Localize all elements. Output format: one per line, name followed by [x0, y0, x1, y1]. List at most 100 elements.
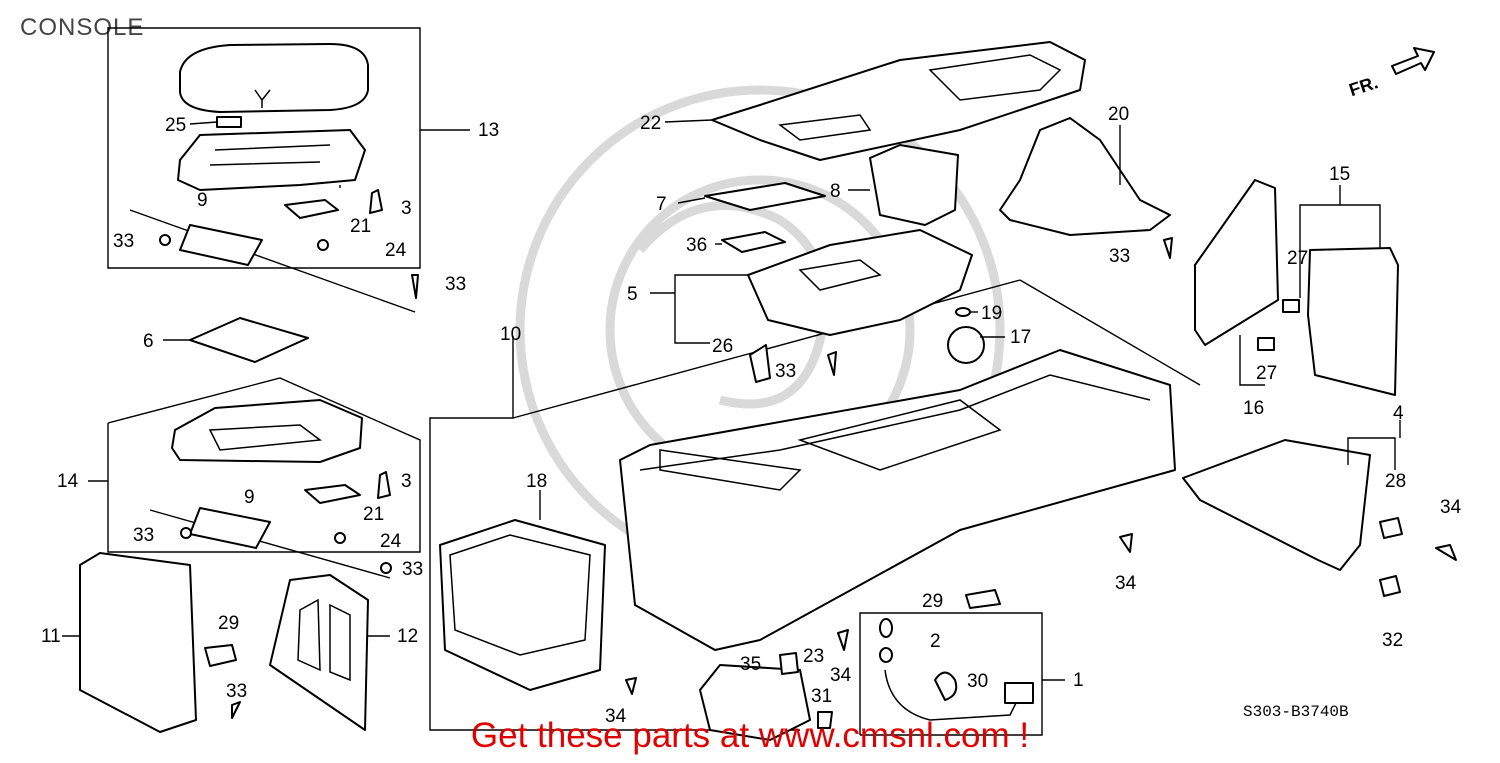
clip-29a[interactable] [204, 644, 237, 667]
group-4-bracket [1347, 437, 1396, 470]
callout-23: 23 [803, 646, 824, 667]
callout-33a: 33 [113, 231, 134, 252]
mat-36[interactable] [721, 231, 786, 253]
hinge-21a[interactable] [284, 199, 339, 219]
connector-1[interactable] [1004, 682, 1034, 704]
mat-7[interactable] [704, 182, 826, 211]
callout-5: 5 [627, 284, 638, 305]
screw-33b[interactable] [411, 274, 419, 299]
callout-29a: 29 [218, 613, 239, 634]
clip-33d[interactable] [380, 562, 392, 574]
pocket-8[interactable] [869, 144, 959, 226]
callout-33g: 33 [1109, 246, 1130, 267]
hinge-9b[interactable] [189, 507, 271, 549]
callout-27b: 27 [1256, 363, 1277, 384]
bolt-32[interactable] [1379, 575, 1401, 597]
callout-27a: 27 [1287, 248, 1308, 269]
armrest-base[interactable] [177, 129, 366, 191]
bulb-2a[interactable] [879, 618, 893, 638]
callout-4: 4 [1393, 403, 1404, 424]
harness-group-1 [859, 612, 1065, 736]
trim-panel-22[interactable] [711, 41, 1086, 161]
callout-14: 14 [57, 471, 79, 492]
group-14-frame [88, 377, 421, 579]
cover-16[interactable] [1194, 179, 1279, 346]
panel-11[interactable] [79, 552, 197, 733]
screw-33f[interactable] [827, 351, 837, 376]
console-lid-14[interactable] [171, 399, 363, 463]
callout-33f: 33 [775, 361, 796, 382]
screw-34b[interactable] [837, 629, 849, 651]
callout-1: 1 [1073, 670, 1084, 691]
nut-24a[interactable] [317, 239, 329, 251]
callout-9a: 9 [197, 190, 208, 211]
center-console-10[interactable] [619, 349, 1176, 651]
callout-8: 8 [830, 181, 841, 202]
screw-33g[interactable] [1163, 237, 1173, 259]
screw-3b[interactable] [377, 471, 391, 499]
armrest-lid[interactable] [179, 43, 369, 113]
cover-15[interactable] [1307, 247, 1399, 396]
callout-20: 20 [1108, 104, 1129, 125]
callout-30: 30 [967, 671, 988, 692]
bolt-28[interactable] [1379, 517, 1403, 539]
fr-label: FR. [1347, 72, 1381, 100]
callout-11: 11 [41, 626, 61, 647]
clip-25[interactable] [216, 116, 242, 128]
washer-19[interactable] [955, 307, 971, 317]
clip-33a[interactable] [159, 234, 171, 246]
clip-27a[interactable] [1282, 299, 1300, 313]
callout-33c: 33 [133, 525, 154, 546]
pocket-18[interactable] [439, 519, 606, 691]
cup-holder-5[interactable] [747, 229, 973, 336]
promo-link[interactable]: Get these parts at www.cmsnl.com ! [470, 716, 1030, 755]
socket-30[interactable] [934, 671, 958, 701]
drawing-code: S303-B3740B [1243, 703, 1349, 721]
callout-21a: 21 [350, 216, 371, 237]
leader-lines [62, 119, 1401, 637]
clip-33c[interactable] [180, 527, 192, 539]
callout-24b: 24 [380, 531, 402, 552]
screw-33e[interactable] [231, 701, 241, 719]
callout-29b: 29 [922, 591, 943, 612]
clip-29b[interactable] [965, 589, 1001, 609]
boot-20[interactable] [999, 117, 1171, 236]
callout-9b: 9 [244, 487, 255, 508]
screw-34c[interactable] [1119, 533, 1133, 553]
bracket-4[interactable] [1182, 439, 1371, 571]
callout-25: 25 [165, 115, 186, 136]
callout-33d: 33 [402, 559, 423, 580]
callout-26: 26 [712, 336, 733, 357]
bracket-23[interactable] [699, 664, 811, 741]
callout-12: 12 [397, 626, 418, 647]
group-13-frame [107, 27, 470, 313]
group-16-bracket [1239, 335, 1265, 386]
callout-6: 6 [143, 331, 154, 352]
callout-34a: 34 [605, 706, 627, 727]
callout-labels: 1 2 3 3 4 5 6 7 8 9 9 10 11 12 13 14 15 … [41, 104, 1462, 727]
callout-35: 35 [740, 654, 761, 675]
screw-34a[interactable] [625, 677, 637, 695]
screw-3a[interactable] [369, 189, 383, 214]
mat-6[interactable] [189, 317, 309, 363]
screw-34d[interactable] [1435, 544, 1457, 561]
wire-harness [884, 669, 1021, 721]
callout-17: 17 [1010, 327, 1031, 348]
bulb-2b[interactable] [879, 647, 893, 663]
callout-34c: 34 [1115, 573, 1137, 594]
callout-16: 16 [1243, 398, 1264, 419]
cigarette-lighter-17[interactable] [947, 326, 985, 364]
hinge-21b[interactable] [304, 484, 361, 504]
clip-26[interactable] [749, 344, 771, 383]
callout-15: 15 [1329, 164, 1350, 185]
nut-24b[interactable] [334, 532, 346, 544]
clip-27b[interactable] [1257, 337, 1275, 351]
hinge-9a[interactable] [179, 224, 263, 266]
nut-31[interactable] [817, 711, 833, 729]
callout-13: 13 [478, 120, 499, 141]
callout-2: 2 [930, 631, 941, 652]
callout-7: 7 [656, 194, 667, 215]
callout-33e: 33 [226, 681, 247, 702]
bolt-35[interactable] [779, 652, 799, 675]
